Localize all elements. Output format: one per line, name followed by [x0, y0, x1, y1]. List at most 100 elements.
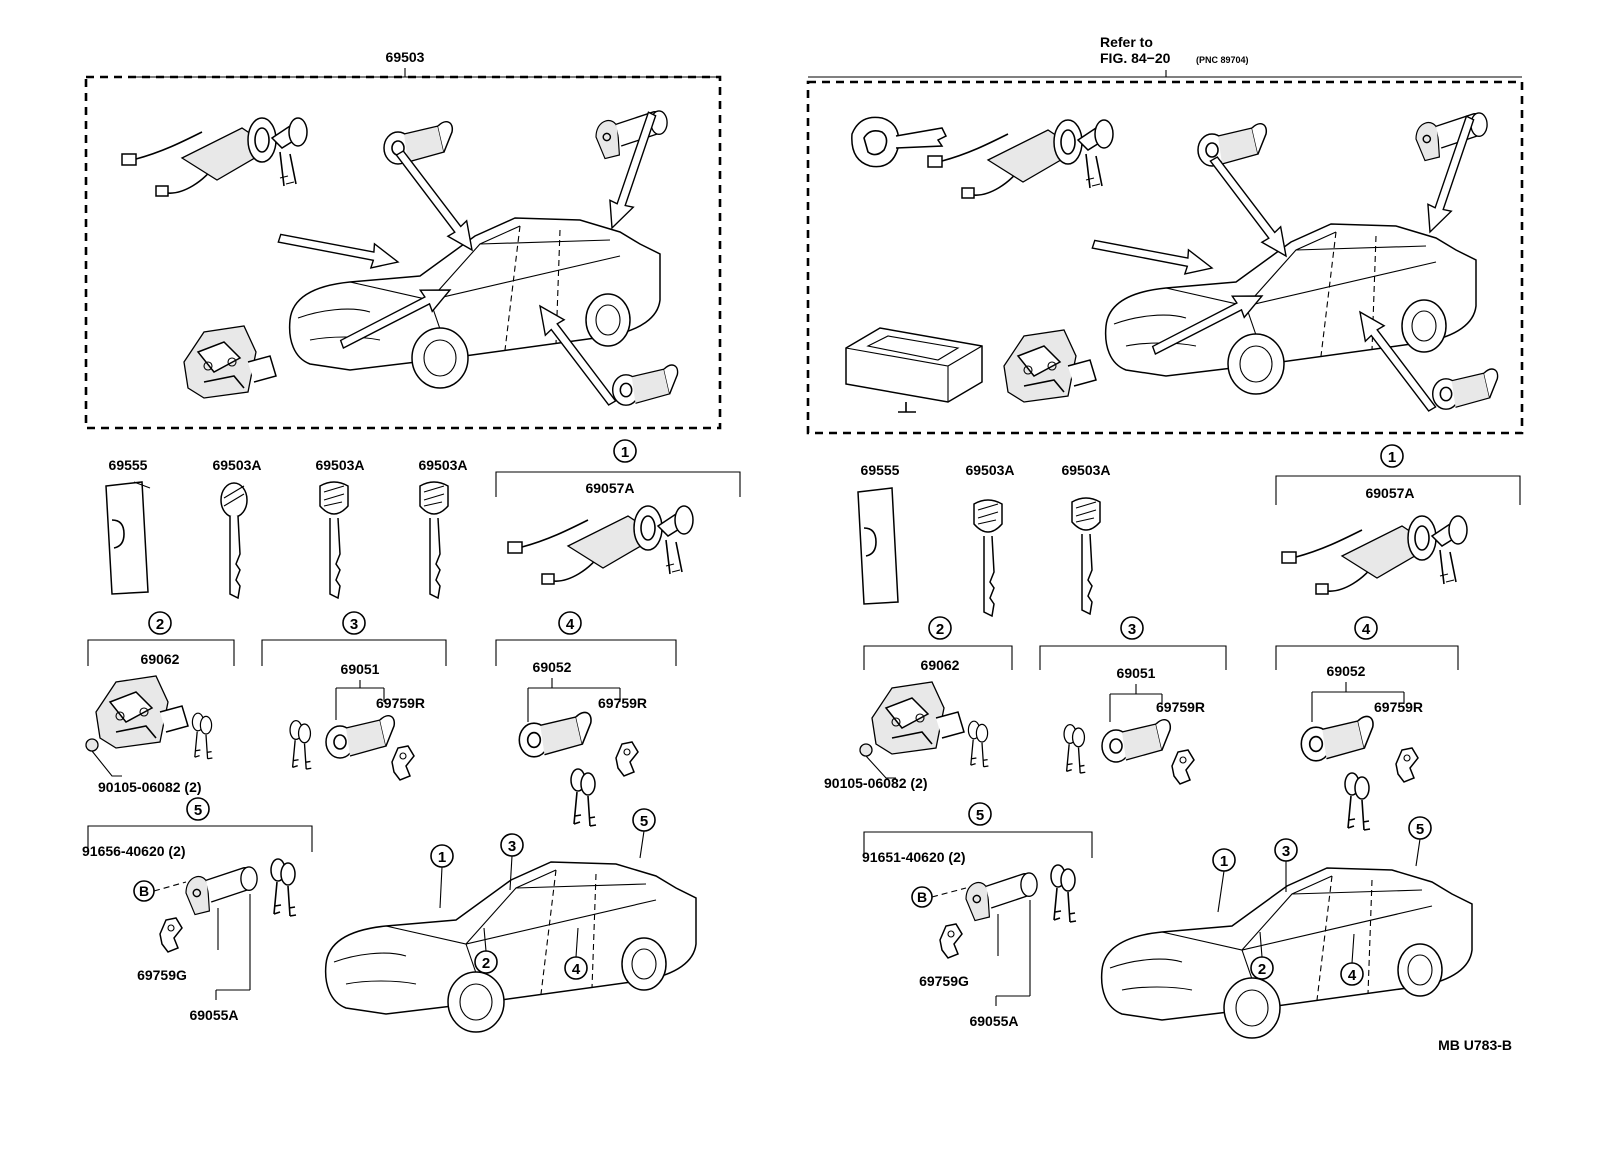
location-number: 5	[1416, 821, 1424, 838]
callout-circle	[613, 439, 637, 463]
assembly-frame	[806, 80, 1524, 435]
door-lock-cylinder-top	[383, 120, 454, 165]
retainer	[391, 745, 415, 781]
part-label: 91651-40620 (2)	[862, 849, 966, 865]
callout-circle	[148, 611, 172, 635]
key-sub	[419, 481, 449, 599]
part-label: 91656-40620 (2)	[82, 843, 186, 859]
callout-circle	[1380, 444, 1404, 468]
part-label: 69759R	[1374, 699, 1423, 715]
part-label: 69759R	[1156, 699, 1205, 715]
retainer	[159, 917, 183, 953]
key-sub	[319, 481, 349, 599]
refer-line-1: Refer to	[1100, 34, 1153, 50]
part-label: 69057A	[585, 480, 634, 496]
part-label: 69052	[533, 659, 572, 675]
trunk-lock-cylinder	[965, 872, 1038, 922]
part-label: 69055A	[969, 1013, 1018, 1029]
refer-pnc: (PNC 89704)	[1196, 55, 1249, 65]
bolt-symbol-letter: B	[917, 889, 927, 905]
ignition-switch-assy	[927, 119, 1114, 199]
ignition-switch	[507, 505, 694, 585]
callout-number: 3	[1128, 621, 1136, 638]
part-label: 69555	[109, 457, 148, 473]
callout-number: 1	[621, 444, 629, 461]
location-number: 5	[640, 813, 648, 830]
ignition-switch-assy	[121, 117, 308, 197]
key-sub	[973, 499, 1003, 617]
callout-number: 4	[1362, 621, 1371, 638]
part-label: 69759R	[598, 695, 647, 711]
bolt-symbol-letter: B	[139, 883, 149, 899]
rh-door-cylinder-top	[611, 364, 679, 406]
door-latch	[871, 681, 965, 755]
retainer	[939, 923, 963, 959]
callout-number: 5	[976, 807, 984, 824]
callout-number: 3	[350, 616, 358, 633]
callout-number: 2	[936, 621, 944, 638]
car-illustration-locations	[1100, 867, 1473, 1039]
door-latch-top	[1003, 329, 1097, 403]
part-label: 69057A	[1365, 485, 1414, 501]
diagram-code: MB U783-B	[1438, 1037, 1512, 1053]
callout-number: 2	[156, 616, 164, 633]
trunk-lock-cylinder-top	[595, 110, 668, 160]
part-label: 69759G	[919, 973, 969, 989]
part-label: 90105-06082 (2)	[824, 775, 928, 791]
part-label: 69503A	[965, 462, 1014, 478]
callout-circle	[558, 611, 582, 635]
refer-line-2: FIG. 84−20	[1100, 50, 1171, 66]
location-number: 4	[1348, 967, 1357, 984]
right-panel: Refer to FIG. 84−20 (PNC 89704) 69555 69…	[806, 34, 1524, 1053]
door-cylinder	[518, 711, 592, 758]
trunk-lock-cylinder	[185, 866, 258, 916]
ignition-switch	[1281, 515, 1468, 595]
car-illustration-top	[288, 217, 661, 389]
callout-number: 1	[1388, 449, 1396, 466]
callout-circle	[186, 797, 210, 821]
callout-circle	[342, 611, 366, 635]
key-sub	[1071, 497, 1101, 615]
key-plate	[857, 487, 899, 605]
trunk-lock-cylinder-top	[1415, 112, 1488, 162]
callout-circle	[1120, 616, 1144, 640]
left-panel: 69503 69555 69503A 69503A 69503A 1	[82, 49, 741, 1033]
door-cylinder	[1300, 715, 1374, 762]
retainer	[1395, 747, 1419, 783]
door-latch	[95, 675, 189, 749]
part-label: 69503A	[315, 457, 364, 473]
part-label: 69759R	[376, 695, 425, 711]
location-number: 1	[1220, 853, 1228, 870]
part-label: 69051	[1117, 665, 1156, 681]
part-label: 69503A	[1061, 462, 1110, 478]
part-label: 69062	[921, 657, 960, 673]
part-label: 69055A	[189, 1007, 238, 1023]
part-label: 69503A	[212, 457, 261, 473]
door-latch-top	[183, 325, 277, 399]
part-label: 69052	[1327, 663, 1366, 679]
location-number: 4	[572, 961, 581, 978]
part-label: 69051	[341, 661, 380, 677]
retainer	[1171, 749, 1195, 785]
car-illustration-top	[1104, 223, 1477, 395]
assembly-label: 69503	[386, 49, 425, 65]
door-cylinder	[325, 714, 396, 759]
callout-circle	[1354, 616, 1378, 640]
car-illustration-locations	[324, 861, 697, 1033]
part-label: 90105-06082 (2)	[98, 779, 202, 795]
part-label: 69062	[141, 651, 180, 667]
ecu-box	[845, 327, 983, 413]
assembly-frame	[84, 75, 722, 430]
part-label: 69503A	[418, 457, 467, 473]
callout-number: 4	[566, 616, 575, 633]
callout-circle	[968, 802, 992, 826]
retainer	[615, 741, 639, 777]
callout-circle	[928, 616, 952, 640]
rh-door-cylinder-top	[1431, 368, 1499, 410]
part-label: 69759G	[137, 967, 187, 983]
location-number: 2	[482, 955, 490, 972]
callout-number: 5	[194, 802, 202, 819]
door-cylinder	[1101, 718, 1172, 763]
location-number: 3	[508, 838, 516, 855]
